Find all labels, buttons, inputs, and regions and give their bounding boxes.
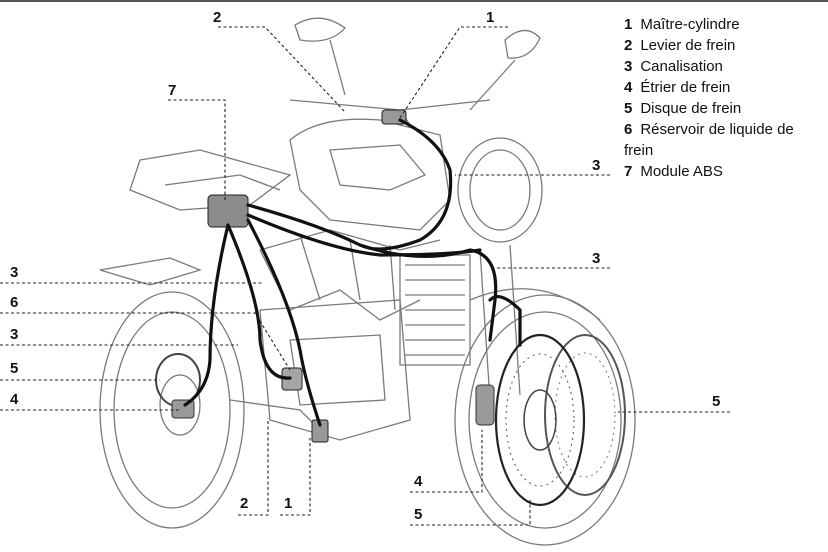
callout-4-left: 4 [10,391,19,408]
legend-label: Module ABS [640,163,723,180]
legend-label: Disque de frein [640,100,741,117]
legend-number: 6 [624,121,632,138]
callout-2-top: 2 [213,9,221,26]
legend-label: Réservoir de liquide de frein [624,121,794,159]
callout-5-right: 5 [712,393,720,410]
legend-label: Étrier de frein [640,79,730,96]
callout-5-bottom: 5 [414,506,422,523]
callout-3-left-b: 3 [10,326,18,343]
legend-label: Maître-cylindre [640,16,739,33]
callout-2-bottom: 2 [240,495,248,512]
legend-label: Canalisation [640,58,723,75]
legend-item-5: 5 Disque de frein [624,98,824,119]
callout-3-right-upper: 3 [592,157,600,174]
legend-number: 3 [624,58,632,75]
front-brake-discs [496,335,625,505]
legend-item-2: 2 Levier de frein [624,35,824,56]
right-mirror [505,30,540,58]
callout-numbers: 2 1 7 3 3 3 6 3 5 4 2 1 4 5 5 [10,9,720,523]
legend-number: 2 [624,37,632,54]
callout-3-left-a: 3 [10,264,18,281]
front-brake-caliper [476,385,494,425]
callout-1-bottom: 1 [284,495,292,512]
callout-5-left: 5 [10,360,18,377]
legend-item-1: 1 Maître-cylindre [624,14,824,35]
legend: 1 Maître-cylindre 2 Levier de frein 3 Canal… [624,14,824,182]
legend-number: 5 [624,100,632,117]
callout-3-right-lower: 3 [592,250,600,267]
callout-4-bottom: 4 [414,473,423,490]
legend-item-4: 4 Étrier de frein [624,77,824,98]
callout-1-top: 1 [486,9,494,26]
callout-6-left: 6 [10,294,18,311]
legend-number: 1 [624,16,632,33]
legend-number: 7 [624,163,632,180]
legend-number: 4 [624,79,632,96]
abs-module [208,195,248,227]
left-mirror [295,18,345,41]
legend-item-7: 7 Module ABS [624,161,824,182]
legend-label: Levier de frein [640,37,735,54]
legend-item-3: 3 Canalisation [624,56,824,77]
callout-7: 7 [168,82,176,99]
